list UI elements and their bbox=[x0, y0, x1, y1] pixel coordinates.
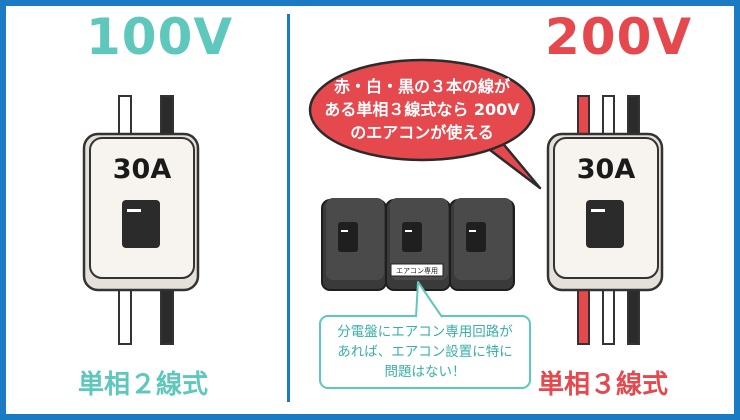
bubble-line-1: 赤・白・黒の３本の線が bbox=[334, 77, 510, 96]
right-wire-bottom-red bbox=[577, 283, 590, 345]
panel-breaker-1 bbox=[321, 198, 387, 291]
distribution-panel: エアコン専用 bbox=[321, 198, 515, 291]
left-ampere-label: 30A bbox=[113, 154, 172, 185]
bubble-line-3: のエアコンが使える bbox=[350, 123, 494, 142]
right-wiring-label: 単相３線式 bbox=[538, 370, 669, 400]
panel-tag-label: エアコン専用 bbox=[396, 266, 438, 275]
right-wire-bottom-black bbox=[627, 283, 640, 345]
left-breaker: 30A bbox=[82, 95, 200, 345]
right-voltage-title: 200V bbox=[545, 8, 693, 66]
left-wire-bottom-black bbox=[160, 283, 174, 345]
right-breaker-switch bbox=[586, 200, 624, 248]
right-ampere-label: 30A bbox=[577, 154, 636, 185]
right-breaker: 30A bbox=[546, 95, 664, 345]
center-divider bbox=[287, 14, 290, 402]
note-line-3: 問題はない！ bbox=[385, 364, 466, 380]
note-box: 分電盤にエアコン専用回路が あれば、エアコン設置に特に 問題はない！ bbox=[319, 281, 531, 389]
left-wire-bottom-white bbox=[118, 283, 132, 345]
right-wire-bottom-white bbox=[602, 283, 615, 345]
note-line-2: あれば、エアコン設置に特に bbox=[337, 344, 513, 360]
note-line-1: 分電盤にエアコン専用回路が bbox=[337, 324, 513, 340]
left-wiring-label: 単相２線式 bbox=[78, 370, 209, 400]
left-voltage-title: 100V bbox=[86, 8, 234, 66]
panel-breaker-3 bbox=[449, 198, 515, 291]
panel-breaker-2: エアコン専用 bbox=[385, 198, 451, 291]
bubble-line-2: ある単相３線式なら 200V bbox=[324, 100, 520, 119]
left-breaker-switch bbox=[122, 200, 160, 248]
speech-bubble: 赤・白・黒の３本の線が ある単相３線式なら 200V のエアコンが使える bbox=[308, 58, 542, 190]
